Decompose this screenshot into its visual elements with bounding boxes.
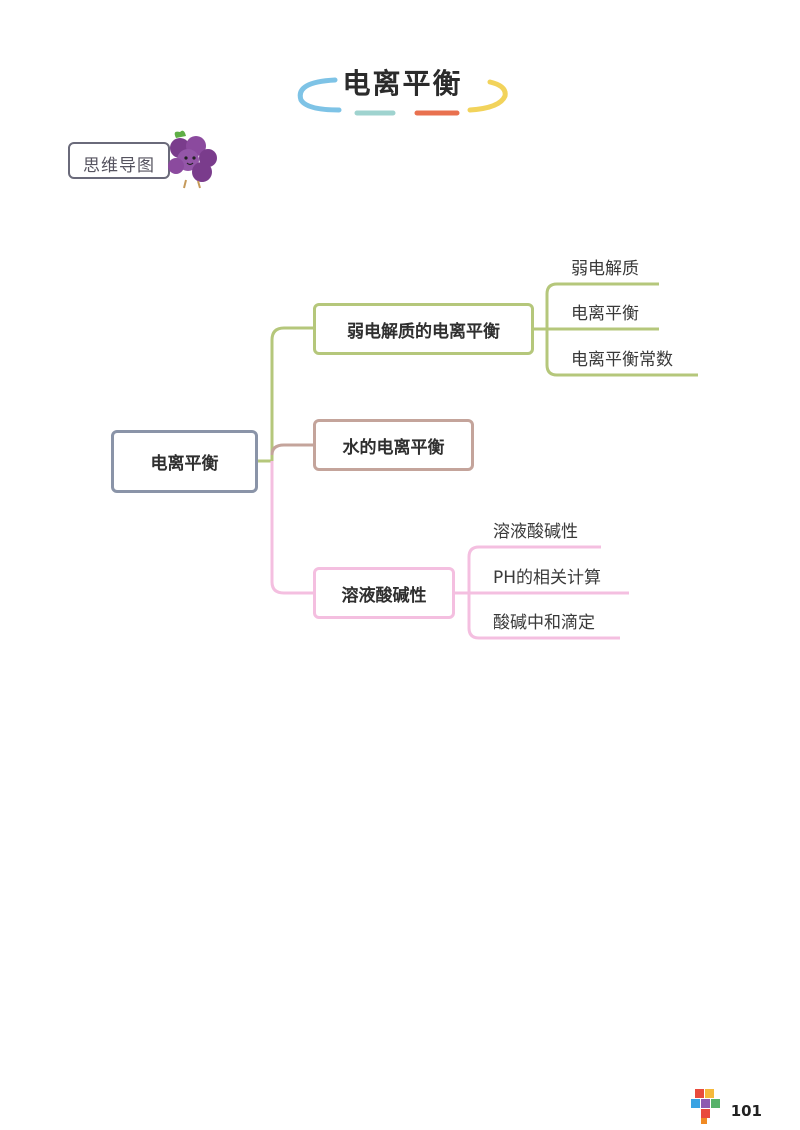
- leaf-solution-acidity: 溶液酸碱性: [493, 522, 578, 542]
- connector-branch-3: [270, 461, 313, 595]
- mindmap-branch-weak-electrolyte: 弱电解质的电离平衡: [313, 303, 534, 355]
- connector-branch-2: [270, 443, 313, 456]
- grape-icon: [168, 130, 217, 189]
- title-underline-decoration: [297, 77, 508, 116]
- connector-branch-1: [270, 326, 313, 461]
- leaf-underline: [545, 329, 698, 377]
- leaf-acid-base-titration: 酸碱中和滴定: [493, 613, 595, 633]
- page-title-block: 电离平衡: [295, 60, 510, 120]
- leaf-ionization-equilibrium: 电离平衡: [571, 304, 639, 324]
- colored-blocks-logo-icon: [691, 1089, 720, 1124]
- mindmap-badge: 思维导图: [68, 142, 170, 179]
- leaf-underline: [467, 545, 601, 593]
- mindmap-badge-label: 思维导图: [83, 156, 155, 176]
- leaf-underline: [545, 282, 659, 329]
- page-number: 101: [730, 1102, 762, 1120]
- mindmap-branch-water-ionization: 水的电离平衡: [313, 419, 474, 471]
- mindmap-root-node: 电离平衡: [111, 430, 258, 493]
- mindmap-branch-solution-acidity: 溶液酸碱性: [313, 567, 455, 619]
- leaf-weak-electrolyte: 弱电解质: [571, 259, 639, 279]
- page-title: 电离平衡: [342, 67, 463, 100]
- leaf-ph-calculation: PH的相关计算: [493, 568, 602, 588]
- leaf-underline: [467, 593, 620, 640]
- leaf-ionization-constant: 电离平衡常数: [571, 350, 673, 370]
